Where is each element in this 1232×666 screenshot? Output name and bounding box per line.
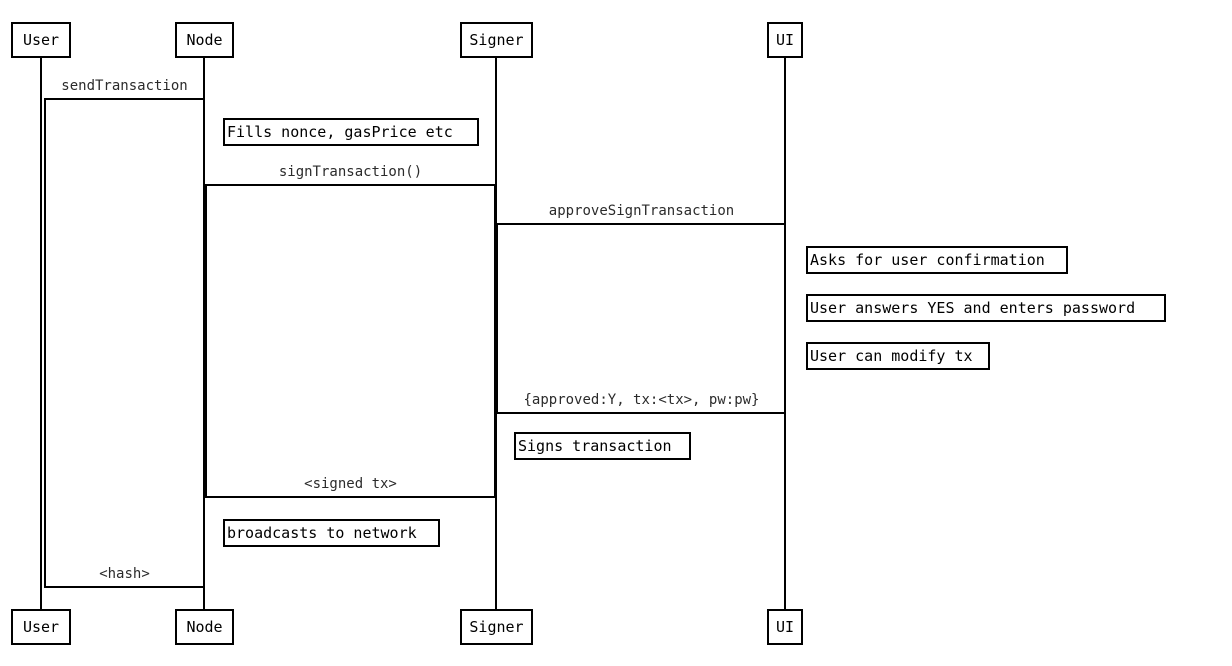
actor-box-node-bottom[interactable]: Node: [175, 609, 234, 645]
actor-box-ui-top[interactable]: UI: [767, 22, 803, 58]
actor-box-signer-bottom[interactable]: Signer: [460, 609, 533, 645]
message-line-m3: [497, 223, 786, 225]
message-line-m2: [205, 184, 496, 186]
note-n3: User answers YES and enters password: [806, 294, 1166, 322]
lifeline-user: [40, 58, 42, 609]
note-n1: Fills nonce, gasPrice etc: [223, 118, 479, 146]
message-line-m5: [205, 496, 496, 498]
message-label-m6: <hash>: [99, 566, 150, 582]
message-label-m5: <signed tx>: [304, 476, 397, 492]
activation-signer-ui-call: [496, 223, 786, 414]
note-n5: Signs transaction: [514, 432, 691, 460]
note-n6: broadcasts to network: [223, 519, 440, 547]
actor-box-ui-bottom[interactable]: UI: [767, 609, 803, 645]
message-label-m2: signTransaction(): [278, 164, 423, 180]
activation-user-node-call: [44, 98, 205, 588]
message-line-m1: [44, 98, 205, 100]
actor-box-user-bottom[interactable]: User: [11, 609, 71, 645]
activation-node-signer-call: [205, 184, 496, 498]
actor-box-signer-top[interactable]: Signer: [460, 22, 533, 58]
message-label-m4: {approved:Y, tx:<tx>, pw:pw}: [523, 392, 760, 408]
note-n4: User can modify tx: [806, 342, 990, 370]
message-label-m1: sendTransaction: [61, 78, 188, 94]
actor-box-node-top[interactable]: Node: [175, 22, 234, 58]
note-n2: Asks for user confirmation: [806, 246, 1068, 274]
message-label-m3: approveSignTransaction: [548, 203, 735, 219]
actor-box-user-top[interactable]: User: [11, 22, 71, 58]
message-line-m4: [497, 412, 786, 414]
message-line-m6: [44, 586, 205, 588]
